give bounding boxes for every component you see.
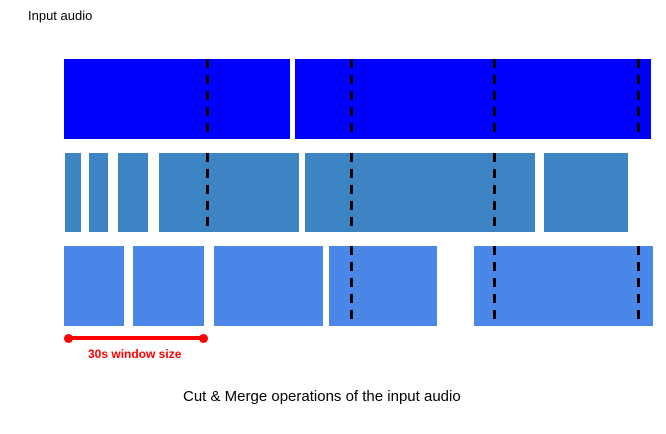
segment-bar: [295, 59, 651, 139]
segment-bar: [159, 153, 299, 232]
segment-bar: [64, 246, 124, 326]
cut-boundary-dashed-line: [636, 246, 640, 326]
window-size-label: 30s window size: [88, 347, 182, 361]
cut-boundary-dashed-line: [492, 59, 496, 139]
segment-bar: [133, 246, 204, 326]
segment-bar: [329, 246, 437, 326]
cut-boundary-dashed-line: [636, 59, 640, 139]
cut-boundary-dashed-line: [349, 153, 353, 232]
window-size-arrow-line: [66, 336, 206, 340]
cut-boundary-dashed-line: [205, 59, 209, 139]
cut-boundary-dashed-line: [349, 246, 353, 326]
cut-boundary-dashed-line: [492, 153, 496, 232]
segment-bar: [305, 153, 535, 232]
cut-boundary-dashed-line: [205, 153, 209, 232]
window-size-arrow-left-endpoint: [64, 333, 73, 343]
track-vad-speech-segments: [0, 153, 666, 232]
segment-bar: [89, 153, 108, 232]
track-input-audio-segments: [0, 59, 666, 139]
window-size-arrow-right-endpoint: [199, 333, 208, 343]
segment-bar: [64, 59, 290, 139]
figure-title: Input audio: [28, 8, 93, 23]
segment-bar: [474, 246, 653, 326]
cut-boundary-dashed-line: [492, 246, 496, 326]
segment-bar: [544, 153, 628, 232]
figure-caption: Cut & Merge operations of the input audi…: [183, 388, 461, 405]
segment-bar: [118, 153, 148, 232]
segment-bar: [214, 246, 323, 326]
cut-boundary-dashed-line: [349, 59, 353, 139]
track-merged-30s-chunks: [0, 246, 666, 326]
segment-bar: [65, 153, 81, 232]
